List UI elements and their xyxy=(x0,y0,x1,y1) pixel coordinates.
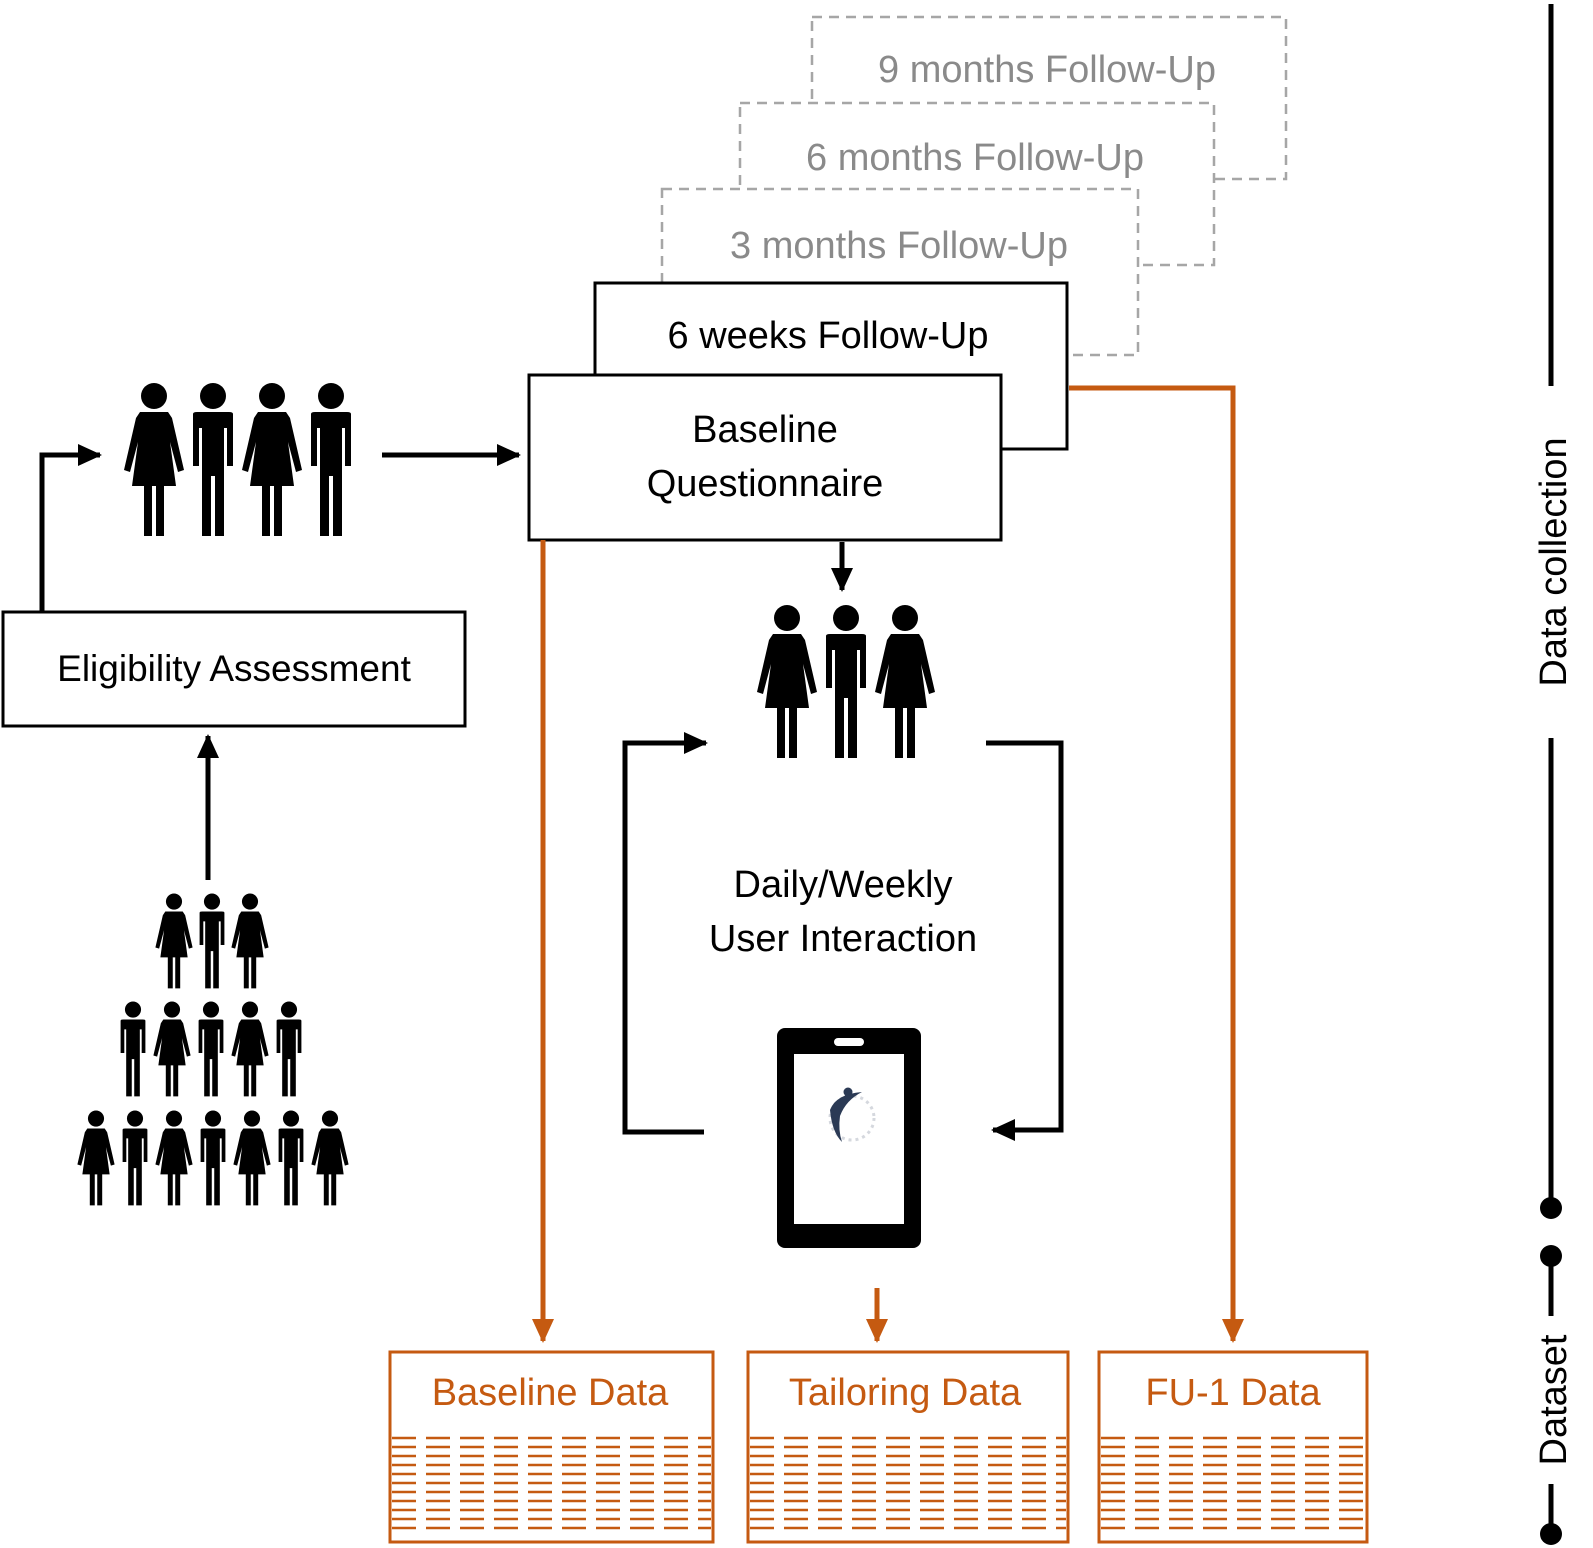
eligibility-assessment-box: Eligibility Assessment xyxy=(1,610,467,728)
app-logo-icon xyxy=(828,1087,876,1142)
fu1-data-label: FU-1 Data xyxy=(1145,1372,1321,1414)
followup-3-months-label: 3 months Follow-Up xyxy=(730,225,1068,267)
axis-label-data-collection: Data collection xyxy=(1533,437,1575,686)
interaction-label-line1: Daily/Weekly xyxy=(734,864,953,906)
axis-label-dataset: Dataset xyxy=(1533,1334,1575,1465)
interaction-label-line2: User Interaction xyxy=(709,918,977,960)
followup-6-weeks-label: 6 weeks Follow-Up xyxy=(668,315,989,357)
baseline-data-box: Baseline Data xyxy=(388,1350,715,1544)
smartphone-app-icon xyxy=(777,1028,921,1248)
baseline-data-rows xyxy=(392,1436,711,1530)
followup-9-months-label: 9 months Follow-Up xyxy=(878,49,1216,91)
eligibility-assessment-label: Eligibility Assessment xyxy=(57,648,411,689)
followup-6-months-label: 6 months Follow-Up xyxy=(806,137,1144,179)
tailoring-data-box: Tailoring Data xyxy=(746,1350,1070,1544)
baseline-data-label: Baseline Data xyxy=(432,1372,669,1414)
baseline-questionnaire-box: Baseline Questionnaire xyxy=(527,373,1003,542)
fu1-data-rows xyxy=(1101,1436,1365,1530)
side-axis: Data collection Dataset xyxy=(1533,4,1575,1545)
active-users-icon xyxy=(757,605,935,758)
population-pyramid-icon xyxy=(77,893,349,1206)
arrow-loop-left xyxy=(622,732,708,1135)
tailoring-data-label: Tailoring Data xyxy=(789,1372,1022,1414)
baseline-questionnaire-line2: Questionnaire xyxy=(647,463,884,505)
arrow-loop-right xyxy=(986,740,1064,1141)
enrolled-participants-icon xyxy=(124,383,351,536)
baseline-questionnaire-line1: Baseline xyxy=(692,409,838,451)
tailoring-data-rows xyxy=(750,1436,1066,1530)
arrow-followup-to-fu1-data xyxy=(1069,385,1244,1343)
arrow-eligibility-to-group xyxy=(39,444,102,612)
fu1-data-box: FU-1 Data xyxy=(1097,1350,1369,1544)
